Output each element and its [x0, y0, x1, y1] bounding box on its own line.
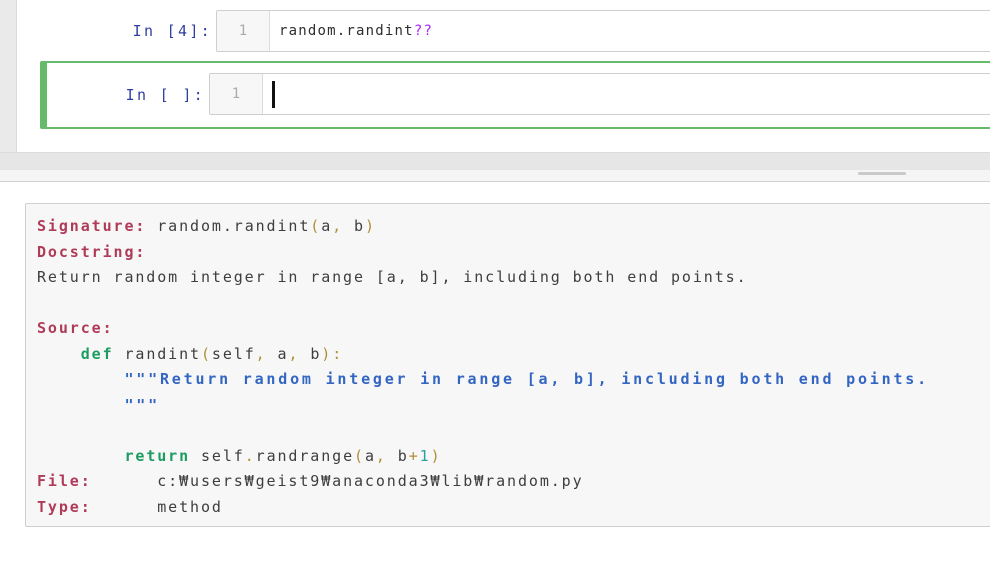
- code-input[interactable]: [263, 74, 990, 114]
- code-input[interactable]: random.randint??: [270, 11, 990, 51]
- line-number: 1: [238, 23, 248, 39]
- drag-grip-icon[interactable]: [858, 172, 906, 175]
- line-number: 1: [231, 86, 241, 102]
- notebook-area: In [4]: 1 random.randint?? In [ ]: 1: [17, 0, 990, 152]
- line-number-gutter: 1: [210, 74, 263, 114]
- code-editor[interactable]: 1: [209, 73, 990, 115]
- code-editor[interactable]: 1 random.randint??: [216, 10, 990, 52]
- pager-panel: Signature: random.randint(a, b)Docstring…: [0, 182, 990, 561]
- code-text: random.randint: [279, 23, 414, 39]
- code-cell-executed[interactable]: In [4]: 1 random.randint??: [17, 0, 990, 61]
- input-prompt: In [ ]:: [125, 86, 205, 104]
- line-number-gutter: 1: [217, 11, 270, 51]
- page-background-band: [0, 152, 990, 170]
- pager-output-box: Signature: random.randint(a, b)Docstring…: [25, 203, 990, 527]
- text-cursor: [272, 80, 275, 108]
- pager-code: Signature: random.randint(a, b)Docstring…: [37, 217, 929, 516]
- input-prompt: In [4]:: [132, 22, 212, 40]
- pager-resize-handle[interactable]: [0, 170, 990, 182]
- magic-help-operator: ??: [413, 23, 434, 39]
- code-cell-selected[interactable]: In [ ]: 1: [40, 61, 990, 129]
- window-left-gutter: [0, 0, 17, 152]
